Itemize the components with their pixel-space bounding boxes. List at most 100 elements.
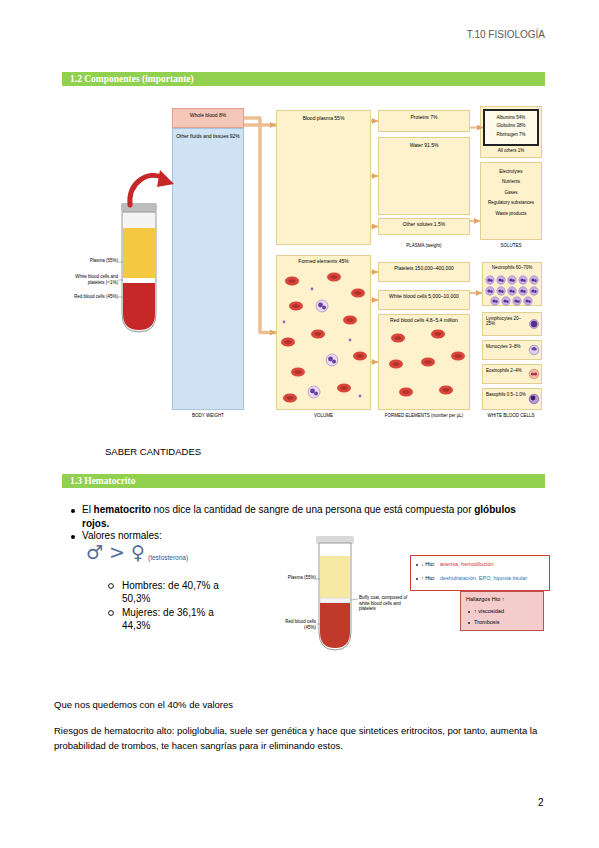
box-text: Hallazgos Hto ↑ (466, 596, 505, 603)
monocyte (529, 345, 539, 355)
red-cell (421, 358, 435, 367)
illustration-part (508, 287, 516, 295)
red-cell (351, 289, 365, 298)
solutes-box: Albumins 54%Globulins 38%Fibrinogen 7%Al… (480, 106, 542, 158)
section-band: 1.3 Hematocrito (62, 474, 545, 488)
bullet (468, 611, 470, 613)
column-caption: WHITE BLOOD CELLS (480, 413, 542, 419)
flow-arrow (371, 299, 378, 301)
sub-bullet (109, 611, 114, 616)
red-cell (431, 330, 445, 339)
box-text: Whole blood 8% (175, 112, 241, 118)
illustration-part (497, 287, 505, 295)
illustration-part (497, 276, 505, 284)
box-text: Nutrients (483, 179, 539, 184)
illustration-part (519, 276, 527, 284)
bold-term: hematocrito (94, 504, 151, 515)
illustration-part (513, 297, 521, 305)
basophil (529, 394, 539, 404)
box-text: Other fluids and tissues 92% (175, 133, 241, 139)
box-text: Fibrinogen 7% (487, 132, 535, 137)
formed-element-box: White blood cells 5,000–10,000 (378, 290, 470, 310)
column-caption: BODY WEIGHT (172, 413, 244, 419)
box-text: Platelets 150,000–400,000 (381, 265, 467, 271)
flow-arrow (470, 220, 480, 222)
formed-elements-cells (281, 273, 367, 403)
flow-arrow (244, 123, 276, 127)
leader-line (351, 599, 358, 600)
tube-glass (122, 212, 156, 332)
sex-symbols: ♂ > ♀ (86, 541, 156, 565)
box-text: deshidratación, EPO, hipoxia tisular (440, 575, 527, 582)
illustration-part (486, 287, 494, 295)
neutrophil-cells (486, 276, 538, 305)
flow-arrow (371, 361, 378, 363)
curved-arrow (130, 176, 164, 205)
platelet (359, 395, 362, 398)
box-text: Trombosis (474, 619, 499, 626)
illustration-part (486, 276, 494, 284)
flow-arrow (371, 175, 378, 177)
lymphocyte-nucleus (531, 321, 537, 327)
box-text: Globulins 38% (487, 123, 535, 128)
red-cell-layer (320, 603, 350, 648)
box-text: Neutrophils 60–70% (485, 265, 539, 270)
column-caption: VOLUME (276, 413, 371, 419)
section-title: 1.3 Hematocrito (70, 474, 545, 488)
white-cell-box: Monocytes 3–8% (482, 340, 542, 360)
findings-box: ↓ Hto: anemia, hemodilución ↑ Hto: deshidra… (410, 555, 550, 591)
bullet (416, 578, 418, 580)
box-text: Basophils 0.5–1.0% (486, 392, 527, 397)
red-cell (451, 352, 465, 361)
red-cell (337, 384, 351, 393)
buffy-layer (123, 278, 155, 283)
tube-label: Buffy coat, composed of white blood cell… (359, 595, 411, 612)
box-text: White blood cells 5,000–10,000 (381, 293, 467, 299)
illustration-part (491, 297, 499, 305)
box-text: ↓ Hto: (421, 561, 435, 568)
connector-group (244, 118, 483, 362)
leader-line (118, 297, 123, 298)
white-cell-samples (529, 320, 539, 404)
box-text: Waste products (483, 211, 539, 216)
illustration-part (530, 276, 538, 284)
tube-label: Red blood cells (45%) (60, 294, 118, 300)
red-cell (353, 352, 367, 361)
sub-bullet-text: Mujeres: de 36,1% a 44,3% (122, 606, 234, 632)
platelet (349, 339, 352, 342)
buffy-layer (320, 598, 350, 603)
platelet (311, 288, 314, 291)
box-text: Monocytes 3–8% (486, 344, 527, 349)
tube-glass (319, 543, 351, 650)
body-weight-segment: Whole blood 8% (172, 108, 244, 128)
red-cell (391, 334, 405, 343)
lymphocyte (530, 320, 539, 329)
white-cell (316, 300, 328, 312)
flow-arrow (371, 225, 378, 227)
basophil-nucleus (531, 396, 536, 401)
body-weight-segment: Other fluids and tissues 92% (172, 128, 244, 410)
red-cell (327, 273, 341, 282)
bullet (71, 535, 75, 539)
flow-arrow (470, 126, 483, 128)
bullet (71, 509, 75, 513)
flow-arrow (470, 292, 482, 294)
plasma-layer (123, 228, 155, 278)
box-text: anemia, hemodilución (440, 561, 494, 568)
solutes-box: ElectrolytesNutrientsGasesRegulatory sub… (480, 162, 542, 240)
illustration-part (508, 276, 516, 284)
plasma-component-box: Proteins 7% (378, 110, 470, 132)
red-cell (281, 338, 295, 347)
leader-line (316, 624, 320, 625)
white-cell-box: Neutrophils 60–70% (482, 262, 542, 306)
plasma-component-box: Other solutes 1.5% (378, 218, 470, 235)
flow-arrow (371, 120, 378, 122)
box-text: Electrolytes (483, 169, 539, 174)
leader-line (118, 280, 123, 281)
red-cells (389, 330, 465, 397)
box-text: ↑ Hto: (421, 575, 435, 582)
white-cell-box: Basophils 0.5–1.0% (482, 388, 542, 410)
findings-box: Hallazgos Hto ↑↑ viscosidadTrombosis (460, 591, 544, 631)
flow-arrow (371, 271, 378, 273)
